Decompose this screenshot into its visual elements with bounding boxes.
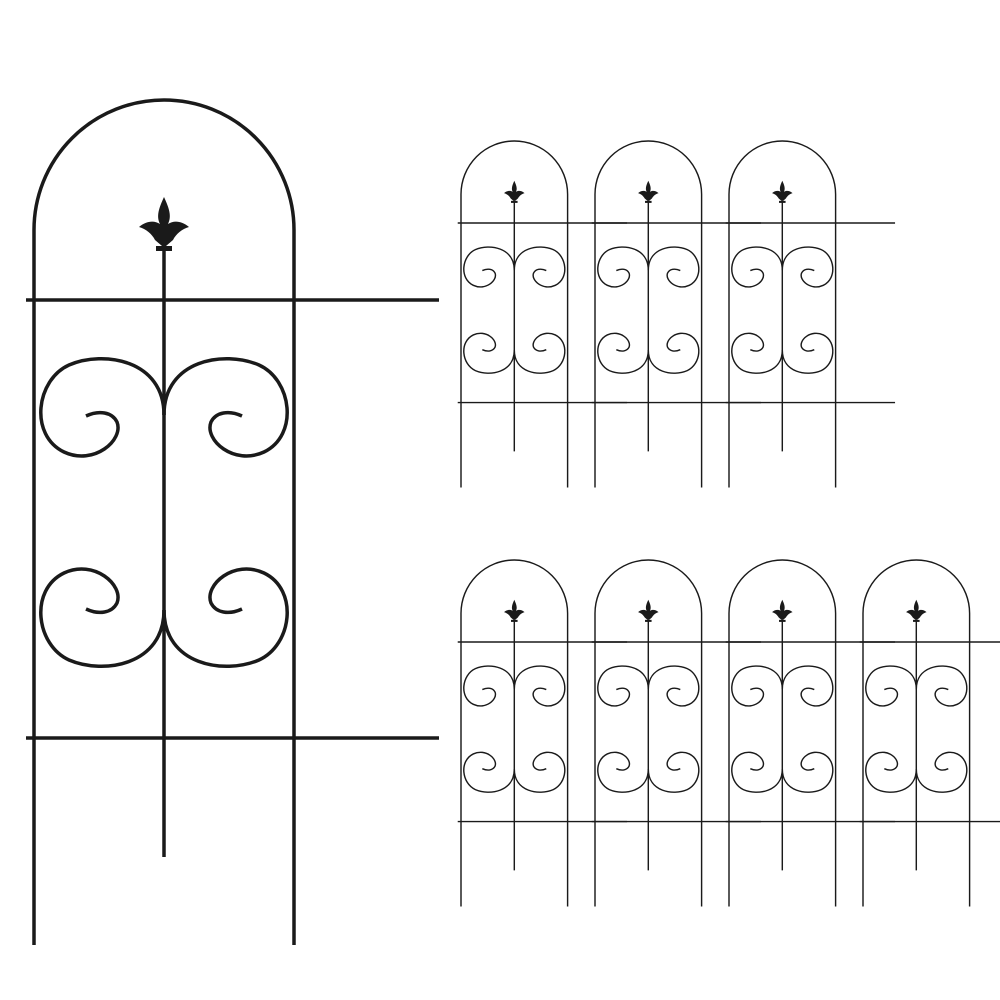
fence-panel-small xyxy=(859,559,1000,908)
fence-panel-row-bottom xyxy=(457,559,1000,908)
fence-panel-small xyxy=(591,140,762,489)
fence-panel-row-top xyxy=(457,140,896,489)
fence-panel-small xyxy=(591,559,762,908)
fence-panel-large xyxy=(24,98,441,947)
fence-panel-small xyxy=(457,559,628,908)
fence-panel-small xyxy=(457,140,628,489)
fence-panel-small xyxy=(725,559,896,908)
fence-panel-small xyxy=(725,140,896,489)
